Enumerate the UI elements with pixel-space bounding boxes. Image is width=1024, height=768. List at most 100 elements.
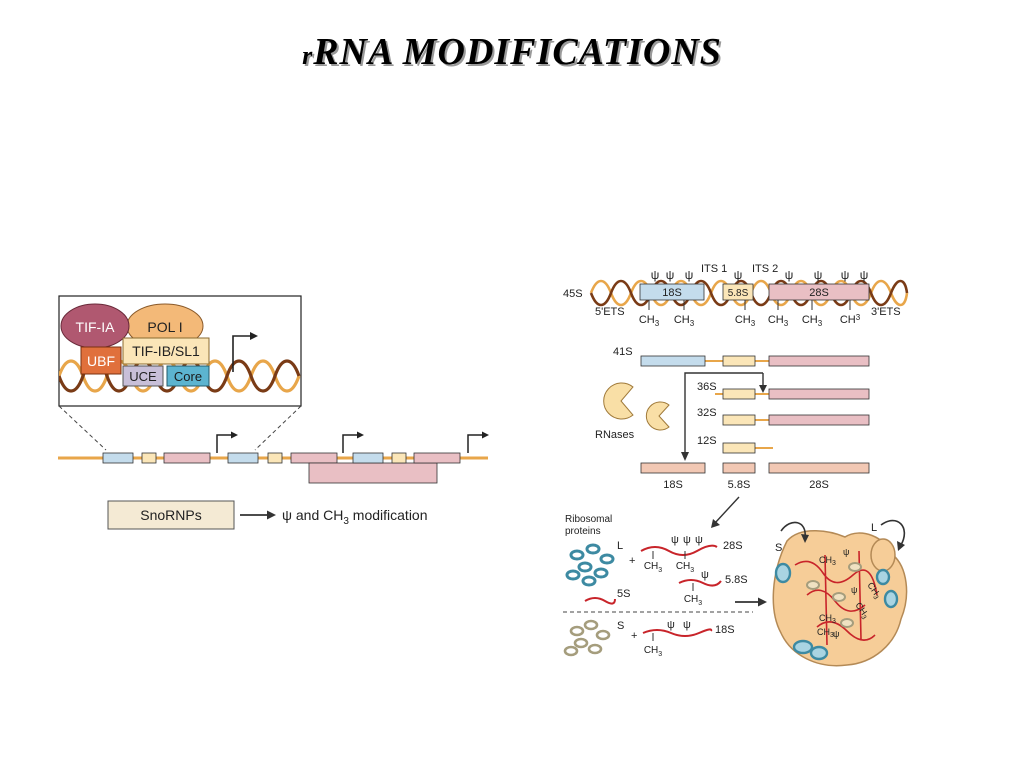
rrna-58s-strand [678, 579, 722, 587]
rnase-icon [645, 401, 670, 431]
svg-text:ψ: ψ [814, 268, 823, 282]
ets5-label: 5'ETS [595, 306, 625, 318]
intermediate-41s-28s [768, 355, 870, 367]
zoom-line-left [58, 405, 107, 451]
rdna-58s-segment [267, 452, 283, 464]
ribosomal-proteins-label-2: proteins [565, 526, 601, 537]
rnases-label: RNases [595, 429, 635, 441]
svg-text:CH3: CH3 [802, 314, 823, 328]
methylation-marks: CH3 CH3 CH3 CH3 CH3 CH3 [639, 300, 861, 328]
tif-ib-label: TIF-IB/SL1 [132, 343, 200, 359]
svg-text:ψ: ψ [851, 585, 857, 595]
mature-28s-box [768, 462, 870, 474]
small-subunit-label: S [617, 620, 624, 632]
rrna-processing-diagram: 45S 18S 5.8S 28S ITS 1 ITS 2 5'ETS 3'ETS… [563, 263, 909, 667]
precursor-28s-box [768, 283, 870, 301]
processing-arrow-to-18s [684, 372, 763, 455]
intermediate-32s-28s [768, 414, 870, 426]
rdna-58s-segment [391, 452, 407, 464]
large-subunit-proteins [565, 543, 615, 587]
label-36s: 36S [697, 381, 717, 393]
large-subunit-curve-arrow [880, 519, 906, 546]
svg-text:ψ: ψ [651, 268, 660, 282]
core-label: Core [174, 369, 202, 384]
assembled-ribosome: CH3 CH3 CH3 CH3 CH3 ψ ψ ψ [772, 530, 908, 667]
tss-arrow-3 [467, 434, 484, 453]
rdna-18s-segment [227, 452, 259, 464]
ubf-label: UBF [87, 353, 115, 369]
svg-text:CH3: CH3 [735, 314, 756, 328]
svg-text:ψ: ψ [666, 268, 675, 282]
assembly-5s-label: 5S [617, 588, 630, 600]
plus-sign: + [629, 555, 635, 567]
tif-ib-protein [122, 337, 210, 365]
zoom-line-right [254, 405, 302, 451]
snornps-box [107, 500, 235, 530]
mature-18s-box [640, 462, 706, 474]
ubf-protein [80, 346, 122, 375]
mature-58s-box [722, 462, 756, 474]
svg-text:CH3: CH3 [817, 627, 834, 639]
svg-text:ψ: ψ [843, 547, 849, 557]
svg-text:ψ: ψ [695, 534, 703, 546]
svg-text:CH3: CH3 [819, 613, 836, 625]
svg-text:ψ: ψ [671, 534, 679, 546]
label-32s: 32S [697, 407, 717, 419]
intermediate-41s-18s [640, 355, 706, 367]
assembly-18s-label: 18S [715, 624, 735, 636]
svg-text:ψ: ψ [667, 619, 675, 631]
label-41s: 41S [613, 346, 633, 358]
pseudouridine-marks: ψ ψ ψ ψ ψ ψ ψ ψ [651, 268, 869, 282]
rnase-icon [603, 382, 634, 420]
pol-i-label: POL I [147, 319, 182, 335]
page-title: rRNA MODIFICATIONS [0, 30, 1024, 74]
rrna-28s-strand [640, 544, 718, 556]
rdna-18s-segment [102, 452, 134, 464]
modification-text: ψ and CH3 modification [282, 507, 428, 527]
pre-rrna-transcript [308, 462, 438, 484]
svg-text:ψ: ψ [841, 268, 850, 282]
intermediate-36s-58s [722, 388, 756, 400]
ribosomal-proteins-label: Ribosomal [565, 514, 612, 525]
ribosome-small-label: S [775, 542, 782, 554]
svg-text:CH3: CH3 [644, 645, 662, 658]
title-prefix: r [302, 41, 314, 70]
rdna-28s-segment [290, 452, 338, 464]
mature-18s-label: 18S [663, 479, 683, 491]
small-subunit-curve-arrow [780, 521, 806, 538]
assembly-28s-label: 28S [723, 540, 743, 552]
precursor-18s-box [639, 283, 705, 301]
snornps-label: SnoRNPs [140, 507, 201, 523]
large-subunit-label: L [617, 540, 623, 552]
svg-text:CH3: CH3 [684, 594, 702, 607]
rdna-transcription-diagram: POL I TIF-IA UBF TIF-IB/SL1 UCE Core Sno… [58, 295, 489, 530]
title-main: RNA MODIFICATIONS [313, 31, 722, 73]
uce-element [122, 365, 164, 387]
rrna-5s-strand [584, 597, 616, 605]
rrna-18s-strand [642, 628, 713, 637]
precursor-28s-label: 28S [809, 287, 829, 299]
precursor-18s-label: 18S [662, 287, 682, 299]
precursor-58s-box [722, 283, 754, 301]
rdna-58s-segment [141, 452, 157, 464]
label-45s: 45S [563, 288, 583, 300]
svg-text:CH3: CH3 [644, 561, 662, 574]
svg-text:ψ: ψ [860, 268, 869, 282]
its2-label: ITS 2 [752, 263, 778, 275]
svg-text:ψ: ψ [734, 268, 743, 282]
plus-sign-2: + [631, 630, 637, 642]
ribosome-large-label: L [871, 522, 877, 534]
rdna-18s-segment [352, 452, 384, 464]
mature-58s-label: 5.8S [728, 479, 751, 491]
intermediate-12s-58s [722, 442, 756, 454]
svg-text:CH3: CH3 [676, 561, 694, 574]
assembly-58s-label: 5.8S [725, 574, 748, 586]
intermediate-36s-28s [768, 388, 870, 400]
small-subunit-proteins [563, 619, 611, 657]
svg-text:ψ: ψ [683, 619, 691, 631]
label-12s: 12S [697, 435, 717, 447]
its1-label: ITS 1 [701, 263, 727, 275]
svg-text:CH3: CH3 [768, 314, 789, 328]
intermediate-32s-58s [722, 414, 756, 426]
uce-label: UCE [129, 369, 157, 384]
